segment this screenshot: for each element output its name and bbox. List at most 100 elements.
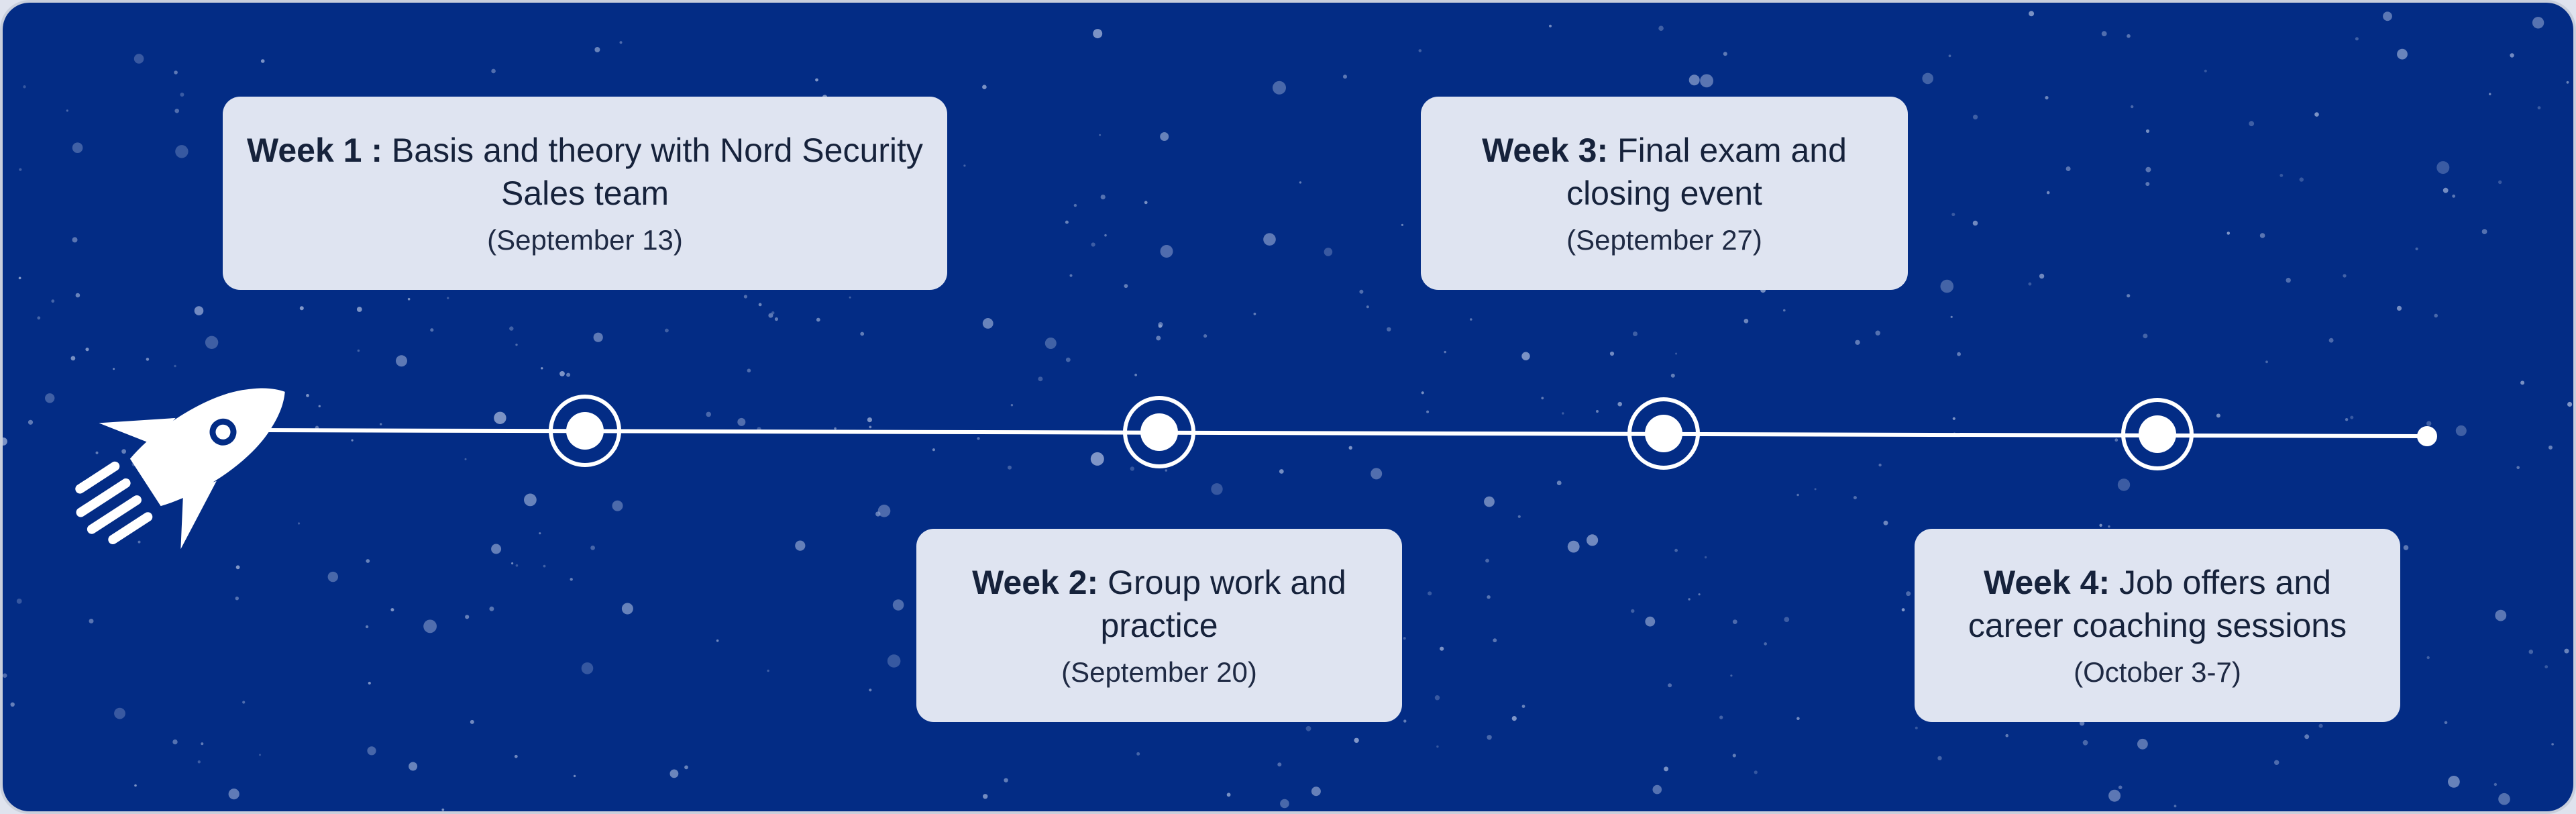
star	[1937, 756, 1942, 761]
star	[89, 619, 94, 623]
milestone-date: (September 20)	[1061, 656, 1257, 688]
milestone-week-label: Week 4:	[1984, 564, 2110, 601]
star	[1073, 203, 1077, 207]
milestone-title: Week 3: Final exam and closing event	[1421, 129, 1908, 215]
star	[2299, 177, 2304, 182]
star	[1875, 330, 1880, 336]
star	[1743, 319, 1749, 323]
star	[619, 41, 623, 44]
star	[235, 597, 239, 601]
star	[175, 145, 189, 158]
star	[1311, 786, 1321, 797]
star	[1517, 515, 1521, 518]
star	[1883, 520, 1888, 525]
star	[390, 608, 394, 612]
star	[982, 318, 994, 329]
star	[1915, 726, 1918, 729]
star	[1069, 274, 1073, 277]
timeline-end-dot	[2417, 426, 2437, 446]
star	[1670, 373, 1675, 378]
star	[1950, 315, 1953, 318]
star	[2127, 294, 2131, 298]
star	[1160, 132, 1169, 141]
star	[892, 599, 904, 611]
star	[963, 164, 966, 167]
star	[2145, 129, 2150, 133]
star	[2452, 194, 2456, 198]
star	[1279, 469, 1284, 474]
star	[1664, 766, 1669, 772]
star	[1487, 735, 1492, 740]
star	[612, 500, 623, 511]
star	[1972, 220, 1978, 226]
star	[423, 619, 437, 633]
star	[1253, 312, 1256, 315]
star	[1124, 284, 1128, 289]
star	[2314, 112, 2319, 117]
star	[1549, 24, 1552, 28]
star	[1796, 717, 1800, 720]
star	[201, 742, 204, 746]
star	[1343, 74, 1347, 79]
star	[318, 405, 321, 407]
star	[72, 237, 78, 243]
star	[737, 417, 746, 426]
star	[2397, 48, 2408, 60]
star	[684, 765, 688, 770]
star	[1675, 352, 1678, 355]
star	[1090, 452, 1104, 466]
star	[2028, 282, 2032, 286]
star	[16, 599, 22, 604]
star	[2137, 738, 2148, 750]
star	[1280, 799, 1289, 809]
star	[1436, 745, 1439, 748]
star	[1091, 242, 1095, 247]
star	[430, 328, 434, 332]
milestone-week-label: Week 1 :	[247, 132, 382, 169]
star	[1263, 233, 1276, 246]
star	[1403, 637, 1406, 640]
star	[1688, 74, 1700, 86]
star	[515, 564, 519, 567]
star	[932, 448, 935, 452]
star	[205, 336, 219, 349]
star	[767, 669, 769, 672]
star	[524, 493, 537, 507]
star	[297, 522, 301, 525]
star	[2528, 650, 2534, 654]
star	[3, 673, 7, 678]
star	[1783, 309, 1786, 312]
milestone-week-label: Week 2:	[972, 564, 1099, 601]
star	[1764, 642, 1767, 646]
star	[977, 437, 980, 440]
star	[28, 419, 34, 425]
star	[2045, 96, 2049, 100]
star	[1723, 52, 1727, 56]
star	[367, 746, 376, 756]
star	[327, 571, 338, 582]
star	[2426, 421, 2432, 426]
star	[2143, 334, 2148, 339]
star	[747, 368, 751, 372]
star	[409, 762, 418, 771]
milestone-card-week-2: Week 2: Group work and practice (Septemb…	[916, 529, 1402, 722]
star	[2259, 233, 2265, 238]
star	[2551, 743, 2554, 746]
star	[1878, 463, 1882, 467]
star	[1305, 725, 1311, 731]
star	[489, 606, 494, 611]
star	[1100, 195, 1106, 200]
star	[1158, 324, 1163, 328]
star	[2532, 17, 2544, 29]
milestone-title: Week 2: Group work and practice	[916, 561, 1402, 647]
star	[1038, 376, 1043, 382]
star	[235, 565, 240, 570]
star	[1784, 617, 1790, 622]
star	[566, 372, 571, 377]
star	[2226, 232, 2231, 235]
star	[2318, 723, 2323, 728]
star	[1104, 234, 1107, 237]
star	[1387, 327, 1391, 332]
star	[242, 701, 246, 704]
